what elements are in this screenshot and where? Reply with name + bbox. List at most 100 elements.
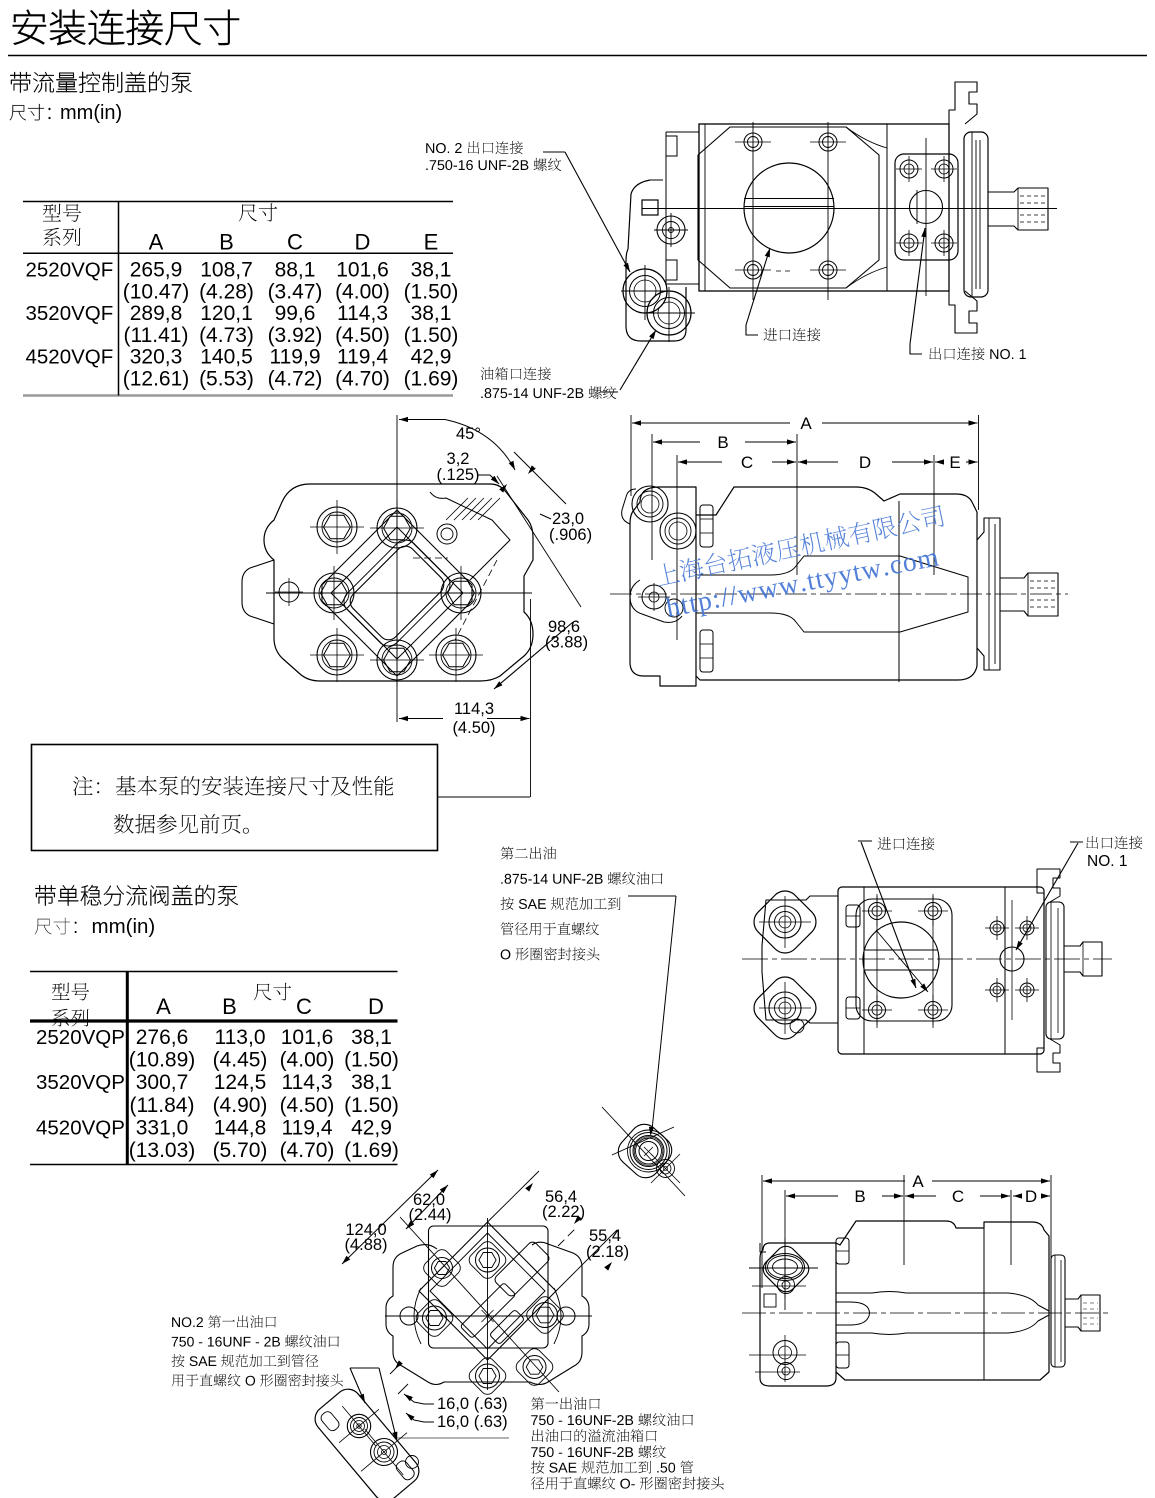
svg-text:(12.61): (12.61): [123, 368, 190, 391]
svg-text:(1.50): (1.50): [344, 1049, 399, 1072]
svg-text:(10.89): (10.89): [129, 1049, 196, 1072]
svg-text:99,6: 99,6: [275, 302, 316, 325]
svg-text:16,0 (.63): 16,0 (.63): [437, 1413, 508, 1431]
svg-text:16,0 (.63): 16,0 (.63): [437, 1395, 508, 1413]
svg-text:3,2: 3,2: [447, 450, 470, 468]
svg-text:300,7: 300,7: [136, 1071, 189, 1094]
svg-text:A: A: [156, 994, 171, 1019]
svg-text:C: C: [287, 230, 303, 255]
svg-text:331,0: 331,0: [136, 1116, 189, 1139]
svg-text:(11.41): (11.41): [124, 324, 189, 347]
svg-text:45°: 45°: [456, 425, 481, 443]
svg-text:(1.50): (1.50): [344, 1094, 399, 1117]
svg-text:A: A: [149, 230, 164, 255]
svg-text:2520VQP: 2520VQP: [36, 1026, 125, 1049]
svg-text:(13.03): (13.03): [129, 1139, 196, 1162]
svg-text:289,8: 289,8: [130, 302, 183, 325]
svg-text:(4.00): (4.00): [335, 280, 390, 303]
svg-text:55,4: 55,4: [589, 1227, 621, 1245]
svg-text:114,3: 114,3: [454, 700, 494, 718]
svg-text:(3.88): (3.88): [545, 634, 588, 652]
svg-text:mm(in): mm(in): [60, 102, 122, 124]
svg-text:(4.73): (4.73): [199, 324, 254, 347]
svg-text:(4.00): (4.00): [280, 1049, 335, 1072]
svg-text:124,0: 124,0: [345, 1221, 386, 1239]
svg-text:114,3: 114,3: [337, 302, 388, 325]
svg-text:4520VQF: 4520VQF: [26, 346, 114, 369]
svg-text:2520VQF: 2520VQF: [26, 259, 114, 282]
svg-text:B: B: [854, 1187, 865, 1206]
svg-text:119,4: 119,4: [337, 346, 388, 369]
svg-text:124,5: 124,5: [214, 1071, 267, 1094]
svg-text:38,1: 38,1: [351, 1071, 392, 1094]
svg-text:(2.44): (2.44): [408, 1206, 451, 1224]
svg-text:D: D: [368, 994, 384, 1019]
svg-text:C: C: [741, 453, 753, 472]
svg-text:88,1: 88,1: [275, 259, 316, 282]
svg-text:(.125): (.125): [436, 466, 479, 484]
svg-text:(4.45): (4.45): [213, 1049, 268, 1072]
svg-text:101,6: 101,6: [281, 1026, 334, 1049]
svg-text:(5.70): (5.70): [213, 1139, 268, 1162]
svg-text:(4.28): (4.28): [199, 280, 254, 303]
svg-text:3520VQP: 3520VQP: [36, 1071, 125, 1094]
svg-text:56,4: 56,4: [545, 1188, 577, 1206]
svg-text:C: C: [952, 1187, 964, 1206]
svg-text:265,9: 265,9: [130, 259, 183, 282]
svg-text:(11.84): (11.84): [130, 1094, 195, 1117]
svg-text:98,6: 98,6: [548, 618, 580, 636]
svg-text:38,1: 38,1: [351, 1026, 392, 1049]
svg-text:144,8: 144,8: [214, 1116, 267, 1139]
svg-text:114,3: 114,3: [282, 1071, 333, 1094]
svg-text:(2.18): (2.18): [586, 1243, 629, 1261]
svg-text:(3.47): (3.47): [268, 280, 323, 303]
svg-text:(4.90): (4.90): [213, 1094, 268, 1117]
svg-text:38,1: 38,1: [411, 302, 452, 325]
svg-text:120,1: 120,1: [200, 302, 253, 325]
svg-text:C: C: [296, 994, 312, 1019]
svg-text:(4.50): (4.50): [335, 324, 390, 347]
svg-text:42,9: 42,9: [411, 346, 452, 369]
svg-text:119,9: 119,9: [270, 346, 321, 369]
svg-text:(1.69): (1.69): [344, 1139, 399, 1162]
svg-text:(1.50): (1.50): [404, 324, 459, 347]
svg-text:(4.72): (4.72): [268, 368, 323, 391]
svg-text:(.906): (.906): [549, 526, 592, 544]
svg-text:(4.50): (4.50): [452, 719, 495, 737]
svg-text:119,4: 119,4: [282, 1116, 333, 1139]
svg-text:(5.53): (5.53): [199, 368, 254, 391]
svg-text:NO. 1: NO. 1: [1087, 853, 1127, 870]
svg-text:113,0: 113,0: [215, 1026, 266, 1049]
svg-text:(4.70): (4.70): [335, 368, 390, 391]
svg-text:(1.69): (1.69): [404, 368, 459, 391]
svg-text:320,3: 320,3: [130, 346, 183, 369]
svg-text:(4.70): (4.70): [280, 1139, 335, 1162]
svg-text:A: A: [800, 414, 812, 433]
svg-text:62,0: 62,0: [413, 1191, 445, 1209]
svg-text:D: D: [1025, 1187, 1037, 1206]
svg-text:A: A: [912, 1172, 924, 1191]
svg-text:B: B: [717, 433, 728, 452]
svg-text:42,9: 42,9: [351, 1116, 392, 1139]
svg-text:(2.22): (2.22): [542, 1203, 585, 1221]
svg-text:276,6: 276,6: [136, 1026, 189, 1049]
svg-text:B: B: [222, 994, 237, 1019]
svg-text:3520VQF: 3520VQF: [26, 302, 114, 325]
svg-text:E: E: [424, 230, 439, 255]
svg-text:D: D: [355, 230, 371, 255]
svg-text:140,5: 140,5: [200, 346, 253, 369]
svg-text:38,1: 38,1: [411, 259, 452, 282]
svg-text:mm(in): mm(in): [92, 915, 156, 938]
svg-text:B: B: [219, 230, 234, 255]
svg-text:D: D: [859, 453, 871, 472]
svg-text:23,0: 23,0: [552, 510, 584, 528]
svg-text:108,7: 108,7: [200, 259, 253, 282]
svg-text:101,6: 101,6: [336, 259, 389, 282]
svg-text:(4.88): (4.88): [344, 1236, 387, 1254]
svg-text:E: E: [949, 453, 960, 472]
svg-text:(10.47): (10.47): [123, 280, 190, 303]
svg-text:4520VQP: 4520VQP: [36, 1116, 125, 1139]
svg-text:(4.50): (4.50): [280, 1094, 335, 1117]
svg-text:(3.92): (3.92): [268, 324, 323, 347]
svg-text:(1.50): (1.50): [404, 280, 459, 303]
